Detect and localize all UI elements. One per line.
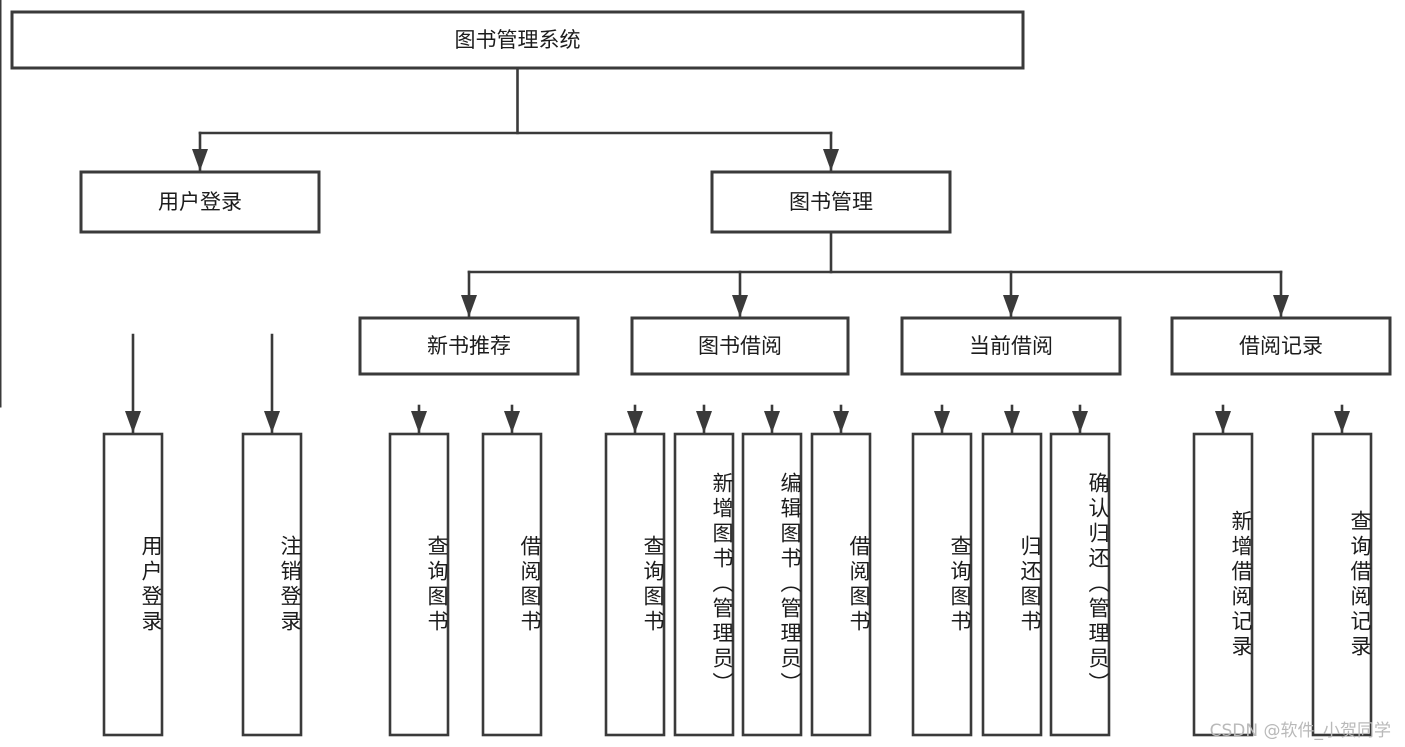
leaf-node-box-2-2 (1049, 432, 1111, 737)
level3-node-label-2: 当前借阅 (969, 334, 1053, 358)
arrow-down-icon (823, 149, 839, 171)
arrow-down-icon (264, 411, 280, 433)
arrow-down-icon (934, 411, 950, 433)
node-box-layer (10, 10, 1392, 737)
level2-node-box-0 (79, 170, 321, 234)
leaf-node-box-3-0 (1192, 432, 1254, 737)
arrow-down-icon (627, 411, 643, 433)
level2-node-label-0: 用户登录 (158, 190, 242, 214)
level3-node-label-0: 新书推荐 (427, 334, 511, 358)
arrow-down-icon (1273, 295, 1289, 317)
level3-node-box-0 (358, 316, 580, 376)
arrow-down-icon (411, 411, 427, 433)
leaf-node-box-1-2 (741, 432, 803, 737)
arrow-down-icon (461, 295, 477, 317)
arrow-down-icon (1004, 411, 1020, 433)
level3-node-box-2 (900, 316, 1122, 376)
arrow-down-icon (1334, 411, 1350, 433)
arrow-down-icon (1072, 411, 1088, 433)
leaf-node-box-1-0 (604, 432, 666, 737)
leaf-node-box-0-0 (388, 432, 450, 737)
leaf-node-box-userlogin-0 (102, 432, 164, 737)
arrow-down-icon (1215, 411, 1231, 433)
leaf-node-box-2-1 (981, 432, 1043, 737)
root-node-label: 图书管理系统 (455, 28, 581, 52)
level3-node-box-3 (1170, 316, 1392, 376)
arrow-down-icon (764, 411, 780, 433)
leaf-node-box-userlogin-1 (241, 432, 303, 737)
csdn-watermark: CSDN @软件_小贺同学 (1209, 721, 1391, 741)
leaf-node-box-3-1 (1311, 432, 1373, 737)
leaf-node-box-0-1 (481, 432, 543, 737)
arrow-down-icon (1003, 295, 1019, 317)
root-node-box (10, 10, 1025, 70)
level2-node-label-1: 图书管理 (789, 190, 873, 214)
arrow-down-icon (833, 411, 849, 433)
leaf-node-box-2-0 (911, 432, 973, 737)
leaf-node-box-1-1 (673, 432, 735, 737)
arrow-down-icon (504, 411, 520, 433)
arrow-down-icon (732, 295, 748, 317)
arrow-down-icon (192, 149, 208, 171)
level3-node-label-1: 图书借阅 (698, 334, 782, 358)
level3-node-box-1 (630, 316, 850, 376)
connector-layer (0, 0, 1350, 435)
level3-node-label-3: 借阅记录 (1239, 334, 1323, 358)
leaf-node-box-1-3 (810, 432, 872, 737)
level2-node-box-1 (710, 170, 952, 234)
arrow-down-icon (125, 411, 141, 433)
arrow-down-icon (696, 411, 712, 433)
